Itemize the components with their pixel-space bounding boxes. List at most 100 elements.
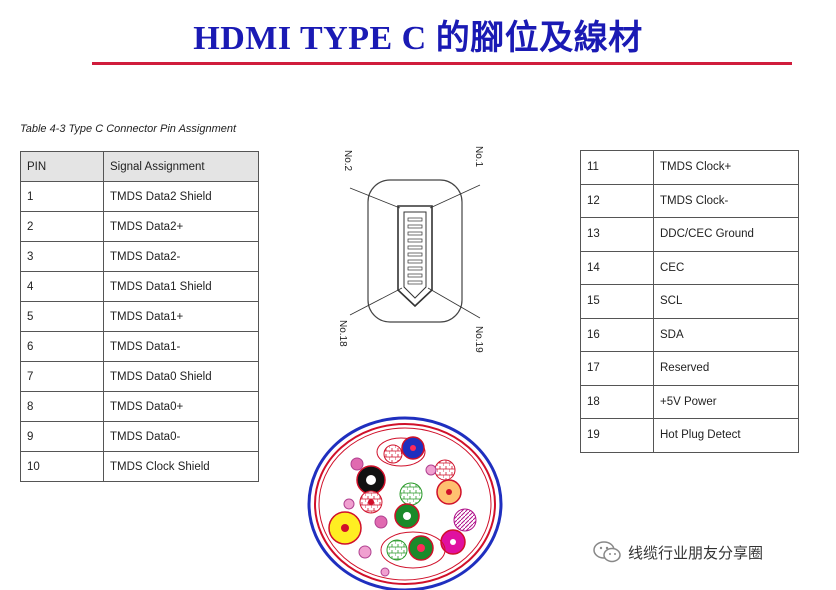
cable-cross-section <box>307 416 503 590</box>
pin-number: 13 <box>580 217 654 252</box>
label-no2: No.2 <box>342 150 353 172</box>
pair-bottom <box>380 531 446 569</box>
page-title: HDMI TYPE C 的腳位及線材 <box>193 20 643 57</box>
leader-no19 <box>427 287 481 319</box>
pin-signal: TMDS Data2+ <box>103 211 259 242</box>
pin-number: 11 <box>580 150 654 185</box>
wire-small-2 <box>350 457 364 471</box>
connector-contact <box>407 245 423 250</box>
wire-small-3 <box>374 515 388 529</box>
pin-signal: TMDS Data0- <box>103 421 259 452</box>
wire-green-2-core <box>417 544 425 552</box>
connector-contact <box>407 273 423 278</box>
pin-signal: TMDS Data2 Shield <box>103 181 259 212</box>
wire-blue-core <box>410 445 416 451</box>
pin-number: 8 <box>20 391 104 422</box>
pin-number: 16 <box>580 317 654 352</box>
wire-brick-green <box>399 482 423 506</box>
pin-signal: SCL <box>653 284 799 319</box>
wire-small-6 <box>425 464 437 476</box>
pin-row: 18+5V Power <box>580 384 799 419</box>
title-underline <box>92 62 792 65</box>
connector-contact <box>407 238 423 243</box>
connector-contacts <box>407 217 423 285</box>
label-no1: No.1 <box>473 146 484 168</box>
connector-contact <box>407 217 423 222</box>
table-header-row: PIN Signal Assignment <box>20 151 259 182</box>
wire-orange-core <box>446 489 452 495</box>
table-caption: Table 4-3 Type C Connector Pin Assignmen… <box>20 123 237 135</box>
pin-number: 14 <box>580 250 654 285</box>
pin-signal: +5V Power <box>653 384 799 419</box>
connector-plug-outline <box>397 205 433 308</box>
connector-contact <box>407 259 423 264</box>
wire-brick-1 <box>383 444 403 464</box>
connector-contact <box>407 224 423 229</box>
watermark: 线缆行业朋友分享圈 <box>592 540 763 564</box>
header-pin: PIN <box>20 151 104 182</box>
label-no18: No.18 <box>337 320 348 347</box>
pin-number: 19 <box>580 418 654 453</box>
pin-signal: CEC <box>653 250 799 285</box>
pin-number: 5 <box>20 301 104 332</box>
pin-signal: TMDS Clock+ <box>653 150 799 185</box>
pin-number: 18 <box>580 384 654 419</box>
pin-signal: Reserved <box>653 351 799 386</box>
wire-green-core <box>403 512 411 520</box>
leader-no2 <box>349 187 401 209</box>
pin-number: 6 <box>20 331 104 362</box>
wire-hatch <box>453 508 477 532</box>
connector-contact <box>407 280 423 285</box>
pin-number: 4 <box>20 271 104 302</box>
wire-black-core <box>366 475 376 485</box>
wire-yellow-core <box>341 524 349 532</box>
leader-no1 <box>429 184 481 209</box>
label-no19: No.19 <box>473 326 484 353</box>
cable-inner-ring <box>318 427 492 581</box>
cable-shield-ring <box>314 423 496 585</box>
wire-magenta-core <box>450 539 456 545</box>
connector-diagram: No.2 No.1 No.18 No.19 <box>337 146 484 353</box>
pin-signal: TMDS Data2- <box>103 241 259 272</box>
pair-top <box>376 437 426 467</box>
pin-signal: TMDS Data1- <box>103 331 259 362</box>
pin-signal: SDA <box>653 317 799 352</box>
wire-small-4 <box>358 545 372 559</box>
pin-number: 10 <box>20 451 104 482</box>
connector-contact <box>407 252 423 257</box>
pin-number: 3 <box>20 241 104 272</box>
connector-contact <box>407 266 423 271</box>
wechat-icon <box>593 541 621 563</box>
connector-housing <box>367 179 463 323</box>
pin-signal: TMDS Data1+ <box>103 301 259 332</box>
wire-brick-green-2 <box>386 539 408 561</box>
pin-signal: TMDS Data0 Shield <box>103 361 259 392</box>
pin-number: 15 <box>580 284 654 319</box>
wire-brick-2-core <box>368 499 374 505</box>
connector-contact <box>407 231 423 236</box>
pin-signal: TMDS Data0+ <box>103 391 259 422</box>
pin-signal: DDC/CEC Ground <box>653 217 799 252</box>
pin-signal: TMDS Clock Shield <box>103 451 259 482</box>
wire-small-5 <box>380 567 390 577</box>
watermark-text: 线缆行业朋友分享圈 <box>628 544 764 562</box>
pin-number: 2 <box>20 211 104 242</box>
connector-plug-inner <box>403 211 427 299</box>
pin-number: 9 <box>20 421 104 452</box>
